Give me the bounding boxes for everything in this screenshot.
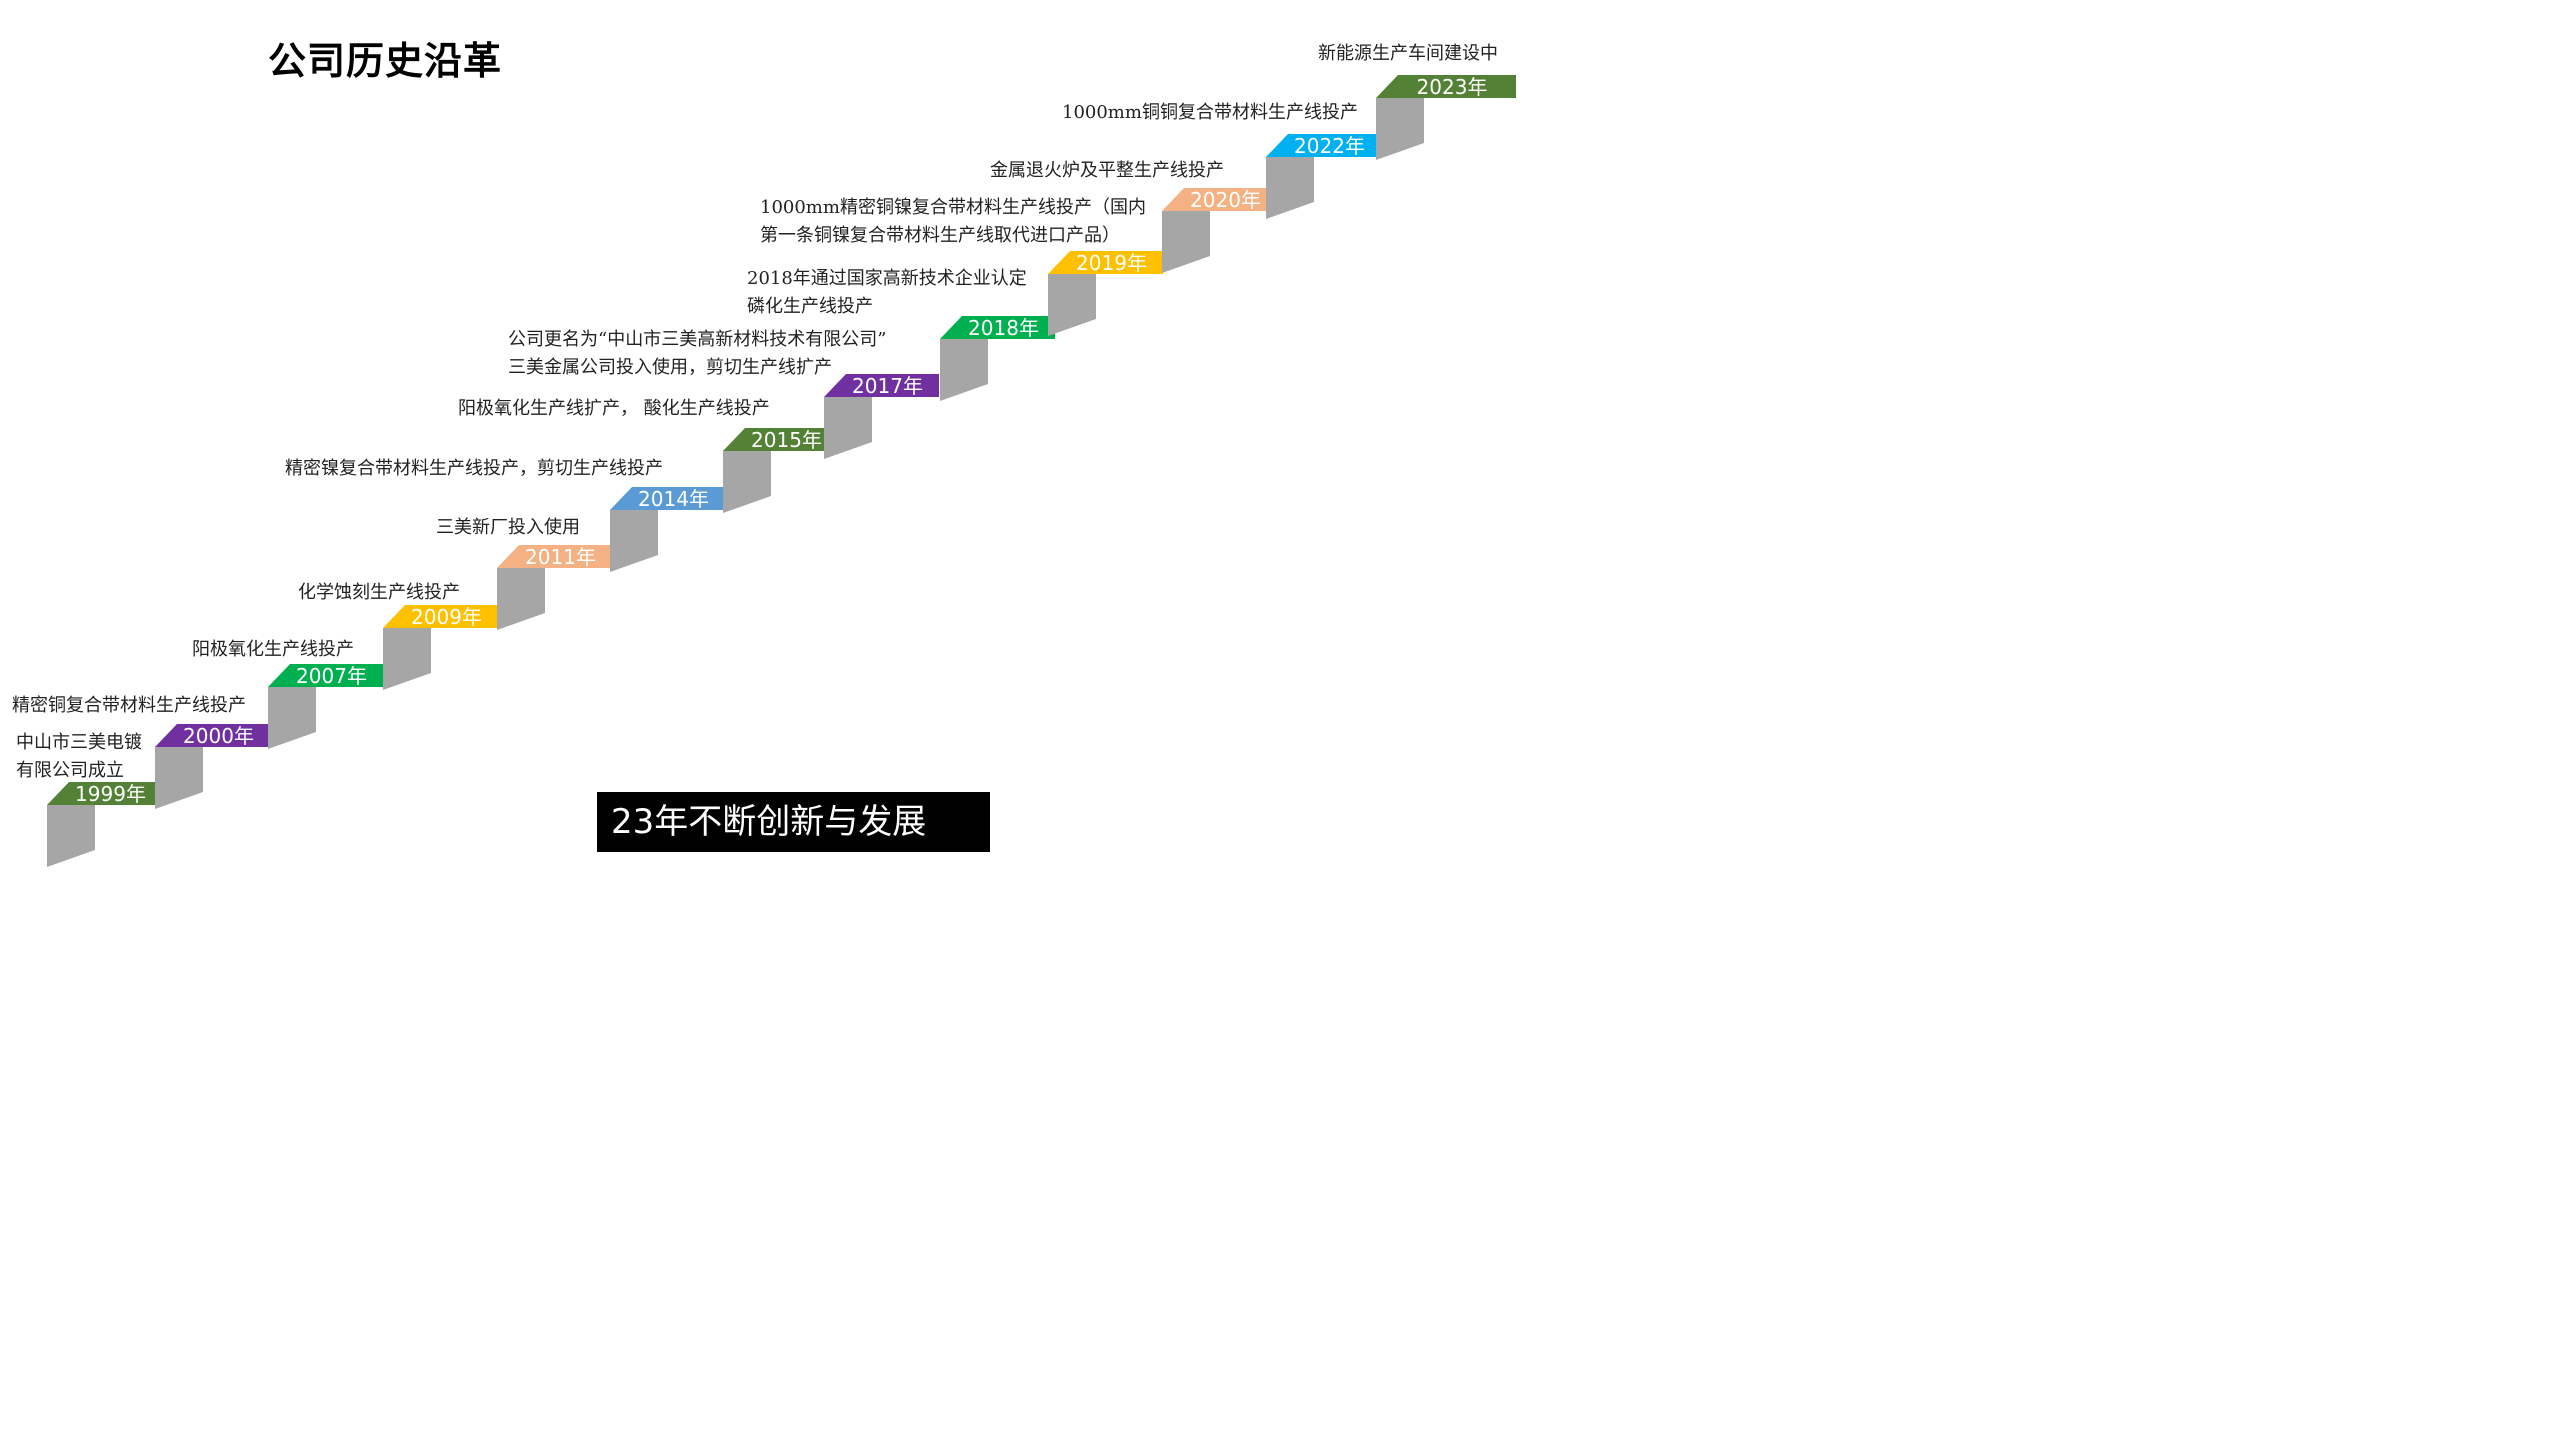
year-label: 2000年 (183, 724, 254, 748)
step-riser (1048, 257, 1096, 336)
milestone-line: 三美新厂投入使用 (436, 517, 580, 538)
year-band (824, 374, 939, 397)
timeline-slide: 公司历史沿革 1999年 2000年 2007年 2009年 2011年 2014年 201… (0, 0, 1542, 877)
staircase-diagram: 1999年 2000年 2007年 2009年 2011年 2014年 2015年 2017年… (47, 75, 1516, 867)
step-8: 2017年 (824, 374, 939, 459)
milestone-line: 化学蚀刻生产线投产 (298, 582, 460, 603)
step-riser (1376, 81, 1424, 160)
year-label: 2007年 (296, 664, 367, 688)
summary-banner: 23年不断创新与发展 (597, 792, 990, 852)
step-riser (610, 493, 658, 572)
year-band (47, 782, 162, 805)
milestone-line: 新能源生产车间建设中 (1318, 43, 1498, 64)
milestone-line: 阳极氧化生产线投产 (192, 639, 354, 660)
milestone-text: 精密铜复合带材料生产线投产 (12, 692, 246, 720)
year-band (497, 545, 612, 568)
step-9: 2018年 (940, 316, 1055, 401)
step-7: 2015年 (723, 428, 838, 513)
year-band (268, 664, 383, 687)
milestone-text: 1000mm精密铜镍复合带材料生产线投产（国内第一条铜镍复合带材料生产线取代进口… (760, 194, 1146, 250)
year-label: 2022年 (1294, 134, 1365, 158)
year-band (1162, 188, 1277, 211)
milestone-text: 中山市三美电镀有限公司成立 (16, 729, 142, 785)
step-3: 2007年 (268, 664, 383, 749)
year-label: 2011年 (525, 545, 596, 569)
step-1: 1999年 (47, 782, 162, 867)
step-riser (497, 551, 545, 630)
year-band (940, 316, 1055, 339)
year-label: 2023年 (1417, 75, 1488, 99)
step-4: 2009年 (383, 605, 498, 690)
step-riser (1266, 140, 1314, 219)
milestone-line: 1000mm铜铜复合带材料生产线投产 (1062, 102, 1358, 123)
step-13: 2023年 (1376, 75, 1516, 160)
year-label: 2018年 (968, 316, 1039, 340)
year-band (383, 605, 498, 628)
milestone-line: 有限公司成立 (16, 760, 124, 781)
milestone-text: 三美新厂投入使用 (436, 514, 580, 542)
milestone-text: 公司更名为“中山市三美高新材料技术有限公司” 三美金属公司投入使用，剪切生产线扩产 (508, 326, 886, 382)
step-riser (1162, 194, 1210, 273)
step-12: 2022年 (1266, 134, 1381, 219)
year-label: 2020年 (1190, 188, 1261, 212)
step-riser (268, 670, 316, 749)
step-riser (47, 788, 95, 867)
year-label: 2009年 (411, 605, 482, 629)
step-riser (723, 434, 771, 513)
step-riser (383, 611, 431, 690)
year-band (1048, 251, 1163, 274)
year-band (723, 428, 838, 451)
milestone-text: 2018年通过国家高新技术企业认定磷化生产线投产 (747, 265, 1027, 321)
step-riser (155, 730, 203, 809)
milestone-line: 精密镍复合带材料生产线投产，剪切生产线投产 (285, 458, 663, 479)
year-label: 1999年 (75, 782, 146, 806)
milestone-line: 2018年通过国家高新技术企业认定 (747, 268, 1027, 289)
year-band (1266, 134, 1381, 157)
step-5: 2011年 (497, 545, 612, 630)
year-band (610, 487, 725, 510)
step-6: 2014年 (610, 487, 725, 572)
step-riser (940, 322, 988, 401)
milestone-line: 精密铜复合带材料生产线投产 (12, 695, 246, 716)
milestone-line: 阳极氧化生产线扩产， 酸化生产线投产 (458, 398, 770, 419)
year-band (1376, 75, 1516, 98)
milestone-line: 1000mm精密铜镍复合带材料生产线投产（国内 (760, 197, 1146, 218)
milestone-line: 第一条铜镍复合带材料生产线取代进口产品） (760, 225, 1120, 246)
milestone-line: 三美金属公司投入使用，剪切生产线扩产 (508, 357, 832, 378)
milestone-text: 阳极氧化生产线投产 (192, 636, 354, 664)
milestone-text: 精密镍复合带材料生产线投产，剪切生产线投产 (285, 455, 663, 483)
year-band (155, 724, 270, 747)
milestone-text: 1000mm铜铜复合带材料生产线投产 (1062, 99, 1358, 127)
step-riser (824, 380, 872, 459)
milestone-text: 新能源生产车间建设中 (1318, 40, 1498, 68)
year-label: 2017年 (852, 374, 923, 398)
milestone-text: 化学蚀刻生产线投产 (298, 579, 460, 607)
year-label: 2019年 (1076, 251, 1147, 275)
page-title: 公司历史沿革 (268, 39, 503, 83)
milestone-text: 阳极氧化生产线扩产， 酸化生产线投产 (458, 395, 770, 423)
milestone-line: 金属退火炉及平整生产线投产 (990, 160, 1224, 181)
step-10: 2019年 (1048, 251, 1163, 336)
step-11: 2020年 (1162, 188, 1277, 273)
milestone-line: 中山市三美电镀 (16, 732, 142, 753)
step-2: 2000年 (155, 724, 270, 809)
year-label: 2015年 (751, 428, 822, 452)
year-label: 2014年 (638, 487, 709, 511)
milestone-line: 公司更名为“中山市三美高新材料技术有限公司” (508, 329, 887, 350)
milestone-text: 金属退火炉及平整生产线投产 (990, 157, 1224, 185)
milestone-line: 磷化生产线投产 (747, 296, 873, 317)
